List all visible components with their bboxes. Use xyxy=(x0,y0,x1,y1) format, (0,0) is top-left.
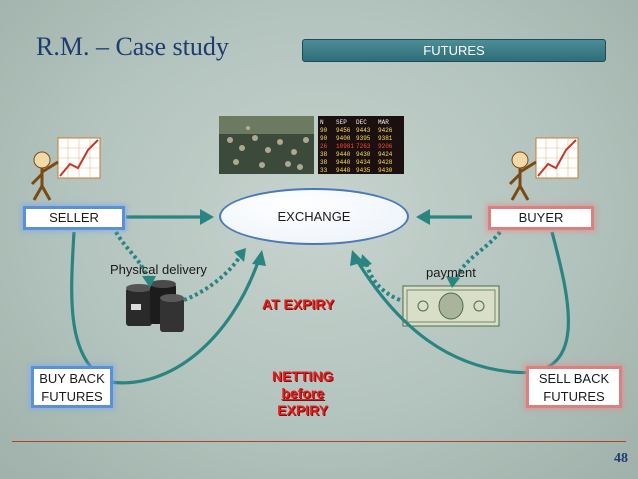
netting-line1: NETTING xyxy=(272,368,334,384)
price-board-cell: 9434 xyxy=(356,159,371,166)
price-board-cell: 9435 xyxy=(356,167,371,174)
price-board-cell: 9456 xyxy=(336,127,351,134)
price-board-cell: 9430 xyxy=(378,167,393,174)
sell-back-line2: FUTURES xyxy=(543,389,605,404)
buyer-label: BUYER xyxy=(518,210,564,225)
netting-line2: before xyxy=(281,385,325,401)
seller-box: SELLER xyxy=(23,206,125,230)
price-board-cell: 9440 xyxy=(336,167,351,174)
buyer-chart-figure xyxy=(508,137,579,201)
price-board-cell: DEC xyxy=(356,119,367,126)
buy-back-futures-box: BUY BACK FUTURES xyxy=(31,366,113,408)
section-badge: FUTURES xyxy=(302,39,606,62)
price-board-cell: 9443 xyxy=(356,127,371,134)
buy-back-line1: BUY BACK xyxy=(39,371,105,386)
price-board-cell: 38 xyxy=(320,151,328,158)
exchange-node: EXCHANGE xyxy=(219,188,409,245)
netting-label: NETTING before EXPIRY xyxy=(272,368,333,419)
seller-chart-figure xyxy=(30,137,101,201)
price-board-cell: 10981 xyxy=(336,143,354,150)
buy-back-line2: FUTURES xyxy=(41,389,103,404)
netting-line3: EXPIRY xyxy=(277,402,329,418)
dollar-bill-image xyxy=(402,285,500,327)
price-board-cell: 38 xyxy=(320,159,328,166)
price-board-cell: 33 xyxy=(320,167,328,174)
price-board-cell: 90 xyxy=(320,135,328,142)
dotted-arrows xyxy=(114,230,502,302)
price-board-cell: 9430 xyxy=(356,151,371,158)
price-board-image: N SEP DEC MAR 90 9456 9443 9426 90 9400 9395 9381 26… xyxy=(318,116,404,174)
exchange-label: EXCHANGE xyxy=(277,209,351,224)
price-board-cell: 9400 xyxy=(336,135,351,142)
dotted-arrow-heads xyxy=(142,248,460,288)
seller-label: SELLER xyxy=(49,210,99,225)
oil-barrels-image xyxy=(126,280,184,332)
arrow-heads xyxy=(200,209,430,266)
price-board-cell: 9395 xyxy=(356,135,371,142)
trading-floor-image xyxy=(219,116,314,174)
price-board-cell: N xyxy=(320,119,324,126)
footer-divider xyxy=(12,441,626,442)
page-title: R.M. – Case study xyxy=(36,32,229,61)
physical-delivery-label: Physical delivery xyxy=(110,262,207,277)
price-board-cell: MAR xyxy=(378,119,389,126)
price-board-cell: 9424 xyxy=(378,151,393,158)
payment-label: payment xyxy=(426,265,476,280)
sell-back-line1: SELL BACK xyxy=(538,371,610,386)
price-board-cell: 9440 xyxy=(336,159,351,166)
sell-back-futures-box: SELL BACK FUTURES xyxy=(526,366,622,408)
page-number: 48 xyxy=(614,451,628,466)
at-expiry-label: AT EXPIRY xyxy=(262,296,335,312)
price-board-cell: 9426 xyxy=(378,127,393,134)
buyer-box: BUYER xyxy=(488,206,594,230)
price-board-cell: 9440 xyxy=(336,151,351,158)
price-board-cell: SEP xyxy=(336,119,347,126)
price-board-cell: 7263 xyxy=(356,143,371,150)
price-board-cell: 26 xyxy=(320,143,328,150)
price-board-cell: 9428 xyxy=(378,159,393,166)
price-board-cell: 9206 xyxy=(378,143,393,150)
price-board-cell: 9381 xyxy=(378,135,393,142)
price-board-cell: 90 xyxy=(320,127,328,134)
